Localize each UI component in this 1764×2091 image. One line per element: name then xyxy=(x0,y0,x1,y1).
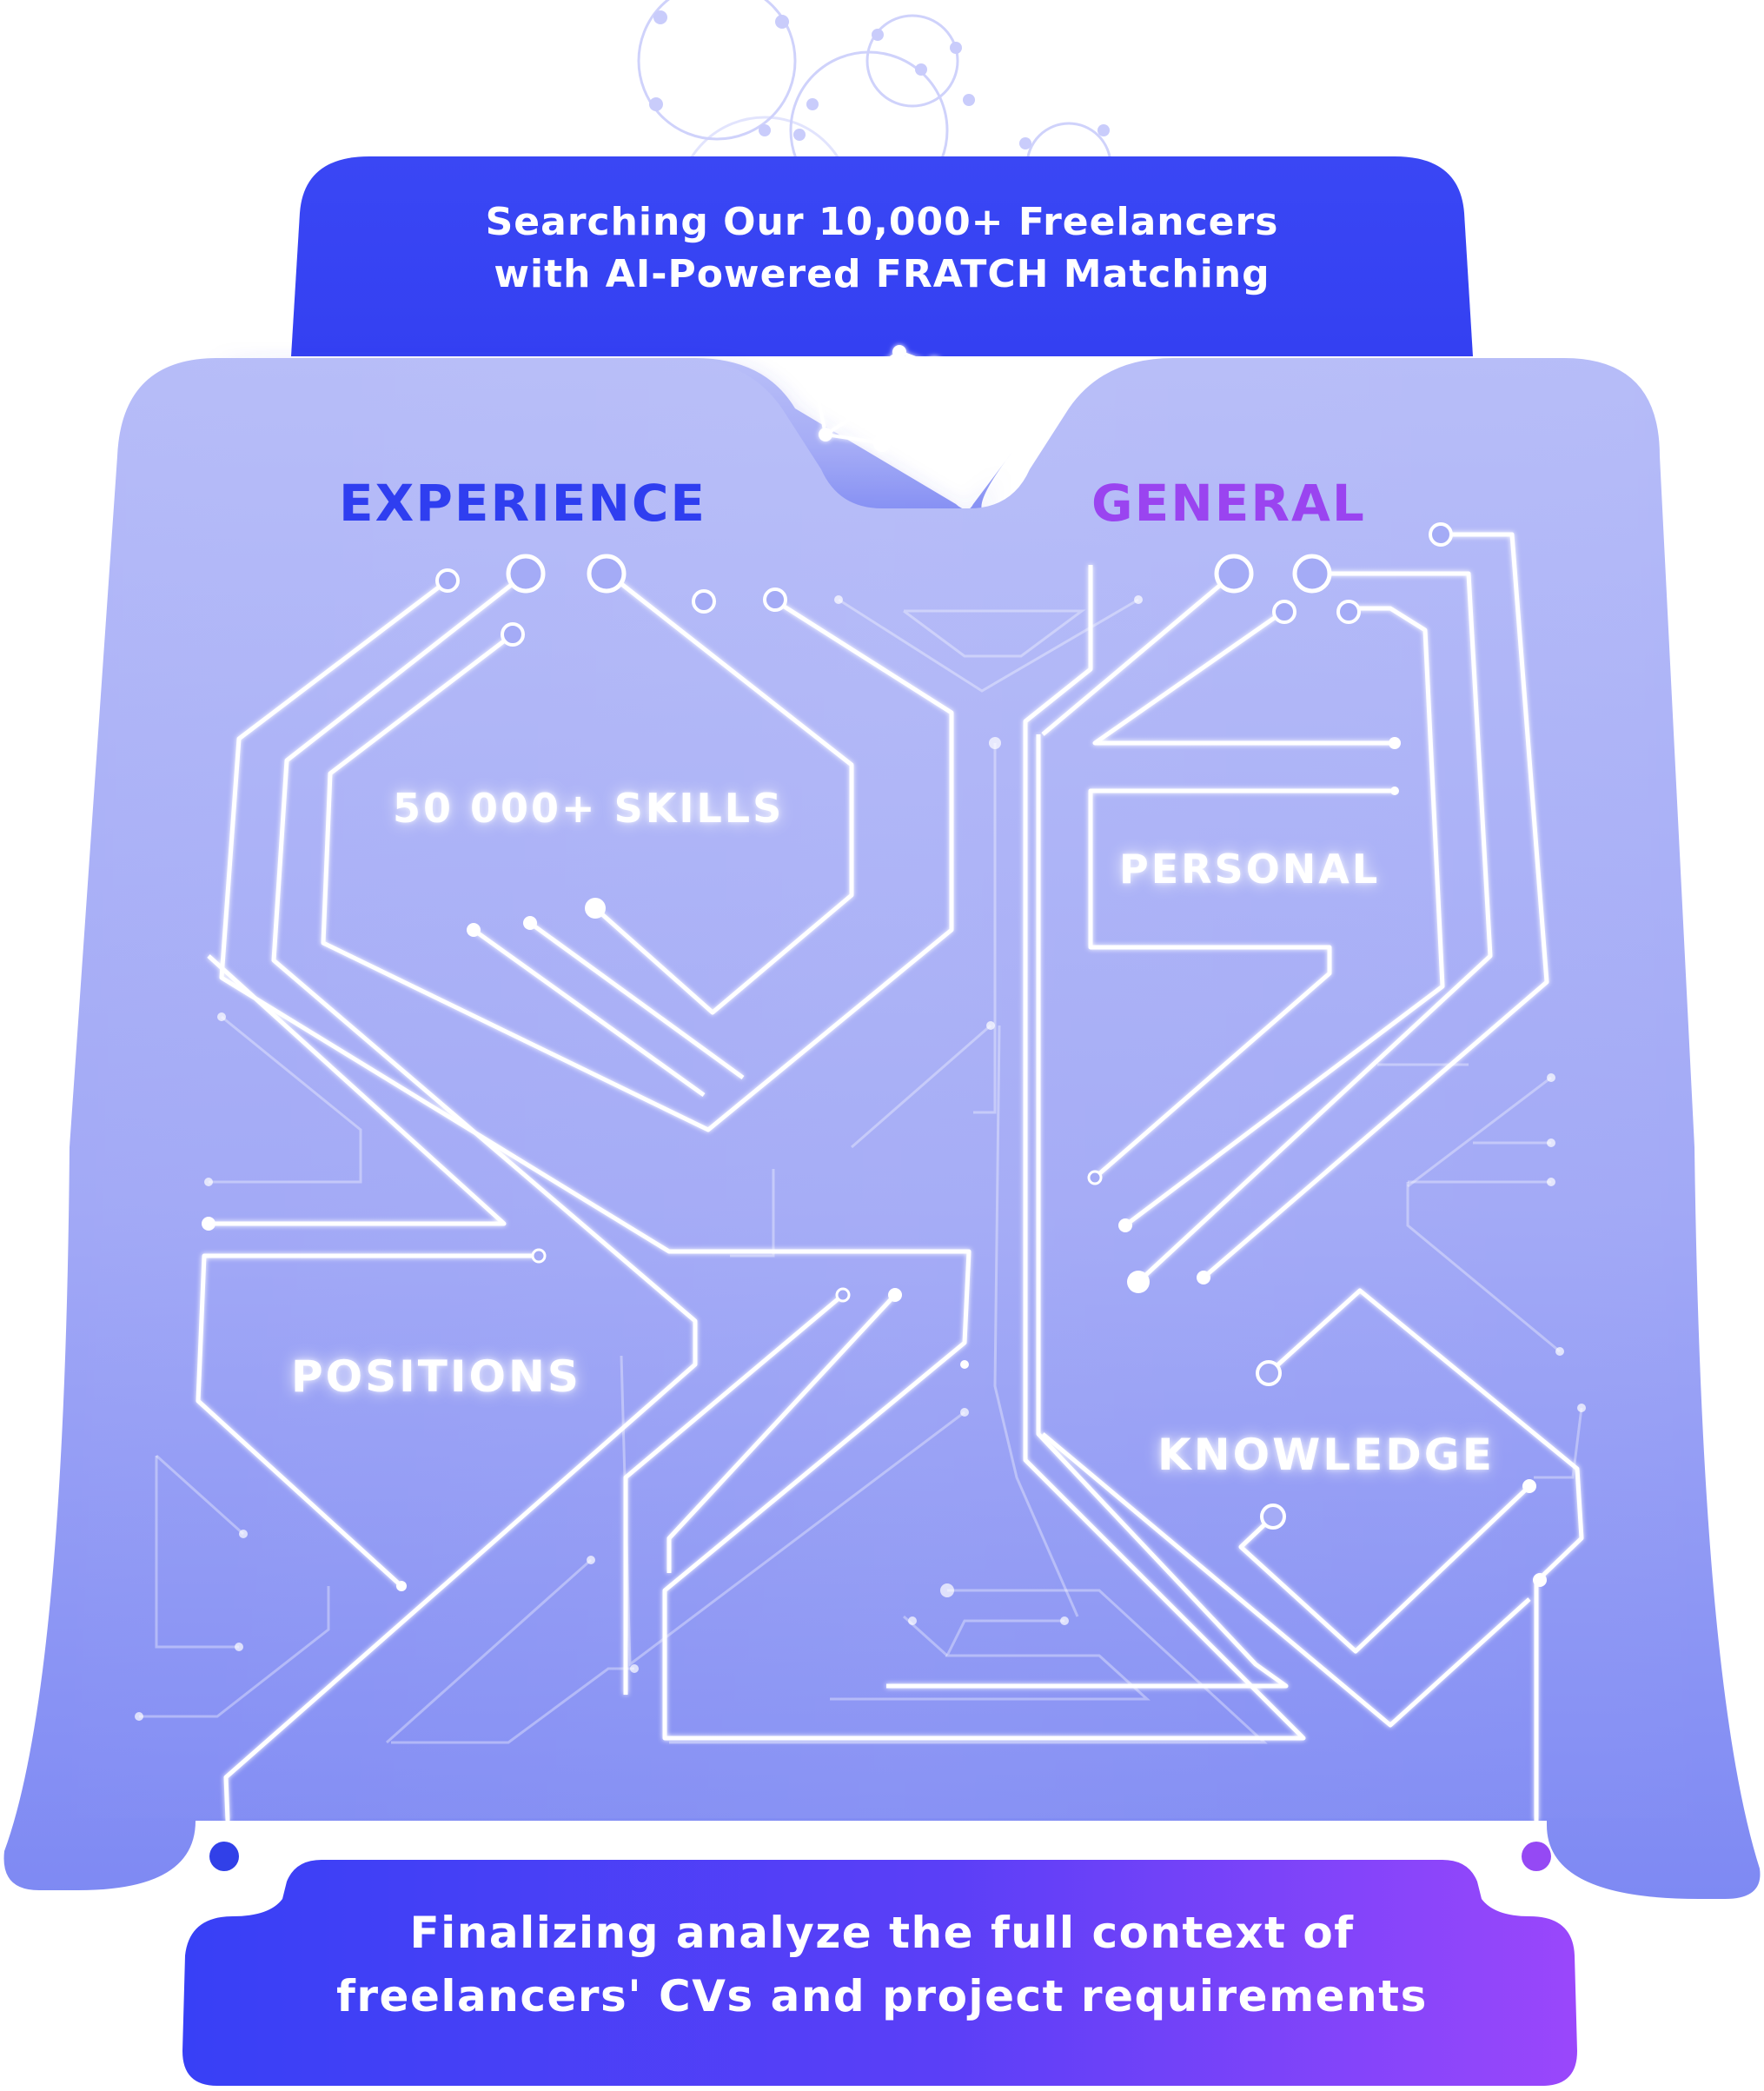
faint-circuit-traces xyxy=(135,595,1586,1744)
footer-text-line-2: freelancers' CVs and project requirement… xyxy=(336,1971,1428,2021)
connector-dot-right xyxy=(1522,1842,1551,1871)
circuit-dots xyxy=(202,737,1547,1591)
main-circuit-traces xyxy=(196,532,1584,1822)
node-skills: 50 000+ SKILLS xyxy=(393,785,785,832)
connector-dot-left xyxy=(209,1842,239,1871)
category-experience: EXPERIENCE xyxy=(339,474,707,533)
node-positions: POSITIONS xyxy=(291,1351,581,1402)
circuit-nodes xyxy=(435,522,1453,1530)
footer-panel-shape xyxy=(182,1860,1577,2086)
ai-brain-network-icon xyxy=(812,345,970,452)
node-personal: PERSONAL xyxy=(1119,846,1381,893)
footer-text-line-1: Finalizing analyze the full context of xyxy=(409,1908,1355,1958)
board-sheen xyxy=(0,358,1764,1818)
header-title-line-1: Searching Our 10,000+ Freelancers xyxy=(485,200,1279,244)
category-general: GENERAL xyxy=(1091,474,1366,533)
node-knowledge: KNOWLEDGE xyxy=(1157,1430,1495,1480)
header-tab-shape xyxy=(291,156,1473,356)
header-title-line-2: with AI-Powered FRATCH Matching xyxy=(494,252,1270,296)
